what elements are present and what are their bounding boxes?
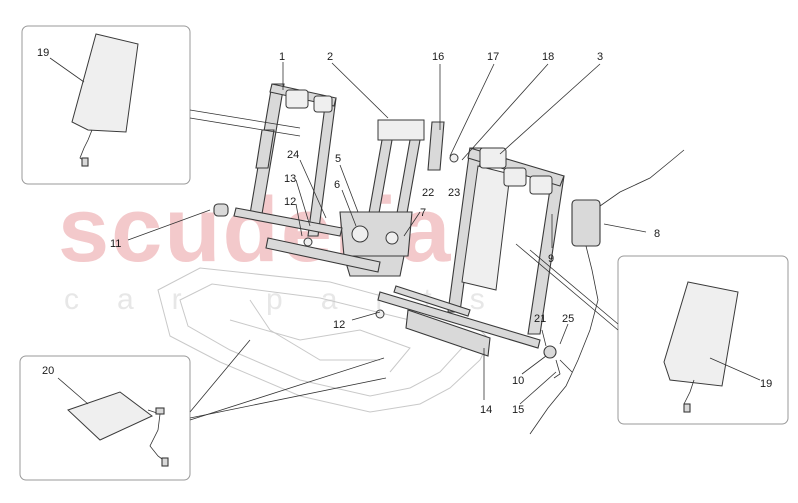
callout-11: 11 (110, 238, 122, 250)
callout-18: 18 (542, 51, 555, 63)
callout-8: 8 (654, 228, 661, 240)
small-parts (213, 153, 601, 379)
bush-11 (213, 203, 229, 217)
callout-5: 5 (335, 153, 342, 165)
callout-7: 7 (420, 207, 427, 219)
callout-10: 10 (512, 375, 525, 387)
callout-12-a: 12 (284, 196, 297, 208)
left-backrest-frame (249, 83, 337, 237)
callout-25: 25 (562, 313, 575, 325)
callout-3: 3 (597, 51, 604, 63)
seat-cushion-pan-outline (157, 267, 491, 413)
callout-21: 21 (534, 313, 547, 325)
callout-14: 14 (480, 404, 493, 416)
lock-module-8 (571, 199, 601, 247)
callout-17: 17 (487, 51, 500, 63)
callout-13: 13 (284, 173, 297, 185)
callout-2: 2 (327, 51, 334, 63)
callout-12-b: 12 (333, 319, 346, 331)
pivot-10 (543, 345, 557, 359)
leader-lines (49, 57, 761, 421)
callout-24: 24 (287, 149, 300, 161)
centre-bracket (365, 119, 445, 231)
callout-20: 20 (42, 365, 55, 377)
callout-19-a: 19 (37, 47, 50, 59)
seat-heater-pad-bottom (67, 391, 169, 467)
lower-rails (233, 207, 541, 357)
right-backrest-frame (447, 147, 565, 335)
callout-23: 23 (448, 187, 461, 199)
release-cable-bottom (529, 245, 599, 435)
release-cable-top (599, 149, 685, 207)
callout-1: 1 (279, 51, 286, 63)
seat-heater-pad-top (71, 33, 139, 167)
callout-19-b: 19 (760, 378, 773, 390)
callout-9: 9 (548, 253, 555, 265)
seat-heater-pad-right (663, 281, 739, 413)
callout-15: 15 (512, 404, 525, 416)
callout-22: 22 (422, 187, 435, 199)
callout-16: 16 (432, 51, 445, 63)
callout-6: 6 (334, 179, 341, 191)
